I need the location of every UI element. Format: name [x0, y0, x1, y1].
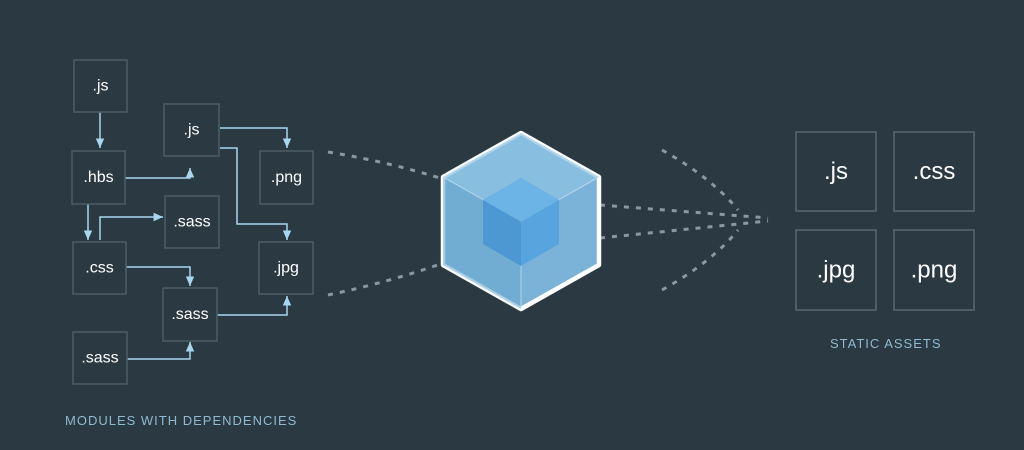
assets-caption: STATIC ASSETS	[830, 336, 941, 351]
arrow-hbs-to-js	[125, 168, 195, 179]
asset-box-js: .js	[795, 131, 877, 212]
chevron-lower-arc	[661, 229, 740, 292]
asset-label: .css	[913, 158, 956, 185]
arrow-sass-to-sass	[127, 342, 195, 360]
asset-box-css: .css	[893, 131, 975, 212]
arrow-js-to-png	[220, 127, 292, 148]
modules-caption: MODULES WITH DEPENDENCIES	[65, 413, 297, 428]
module-box-sass-middle: .sass	[162, 287, 218, 342]
module-label: .sass	[173, 214, 210, 231]
module-label: .sass	[171, 306, 208, 323]
module-box-sass-bottom: .sass	[72, 331, 128, 385]
dashed-line-in-bottom	[327, 260, 447, 297]
arrow-sass-to-jpg	[217, 296, 292, 316]
module-box-js: .js	[163, 103, 220, 157]
arrow-js-to-jpg	[220, 147, 292, 240]
module-box-png: .png	[259, 150, 314, 205]
module-label: .sass	[81, 350, 118, 367]
module-box-sass-top: .sass	[164, 195, 220, 249]
asset-box-jpg: .jpg	[795, 229, 877, 311]
module-box-hbs: .hbs	[71, 150, 126, 205]
asset-label: .jpg	[817, 257, 856, 284]
module-label: .css	[85, 260, 113, 277]
chevron-upper-arc	[661, 148, 740, 211]
arrow-css-to-sass-lower	[125, 266, 195, 286]
asset-label: .js	[824, 158, 848, 185]
dashed-line-in-top	[327, 150, 447, 182]
module-box-jpg: .jpg	[258, 241, 314, 295]
module-label: .png	[271, 169, 302, 186]
flow-lines	[327, 148, 769, 297]
module-box-css: .css	[72, 241, 127, 295]
module-box-js-top: .js	[73, 59, 128, 113]
module-label: .hbs	[83, 169, 113, 186]
arrow-css-to-sass	[99, 212, 163, 240]
module-label: .js	[93, 78, 109, 95]
module-label: .js	[184, 122, 200, 139]
dashed-line-out-top	[599, 203, 769, 220]
dashed-line-out-bottom	[599, 219, 769, 240]
module-label: .jpg	[273, 260, 299, 277]
asset-label: .png	[911, 257, 958, 284]
dependency-arrows	[83, 112, 292, 360]
webpack-cube-icon	[440, 130, 602, 312]
asset-box-png: .png	[893, 229, 975, 311]
